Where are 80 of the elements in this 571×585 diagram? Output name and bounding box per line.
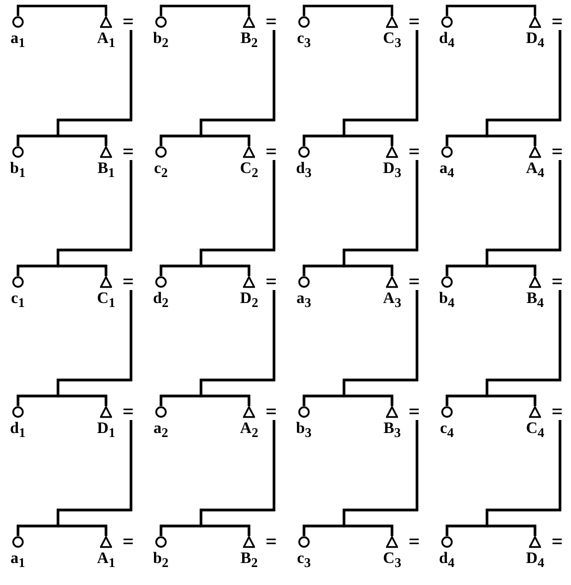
person-label: c$_{1}$ <box>11 290 25 312</box>
person-label: a$_{3}$ <box>296 290 312 312</box>
sibling-line <box>160 134 250 146</box>
person-label: C$_{4}$ <box>526 420 544 442</box>
person-label: c$_{4}$ <box>440 420 454 442</box>
person-label: b$_{2}$ <box>153 30 169 52</box>
person-label: a$_{1}$ <box>10 550 26 572</box>
person-label: B$_{3}$ <box>384 420 401 442</box>
sibling-line <box>446 524 536 536</box>
marriage-sign: = <box>266 15 277 29</box>
person-label: A$_{3}$ <box>383 290 402 312</box>
marriage-sign: = <box>122 145 134 159</box>
person-label: b$_{2}$ <box>153 550 169 572</box>
person-label: C$_{2}$ <box>240 160 258 182</box>
person-label: B$_{4}$ <box>526 290 544 312</box>
marriage-sign: = <box>266 535 277 549</box>
marriage-sign: = <box>122 405 134 419</box>
person-label: b$_{1}$ <box>10 160 26 182</box>
sibling-line <box>160 264 250 276</box>
sibling-line <box>16 134 108 146</box>
sibling-line <box>160 394 250 406</box>
sibling-line <box>160 524 250 536</box>
person-label: D$_{2}$ <box>240 290 258 312</box>
person-label: C$_{1}$ <box>97 290 116 312</box>
person-label: a$_{1}$ <box>10 30 26 52</box>
marriage-sign: = <box>552 405 563 419</box>
person-label: A$_{4}$ <box>526 160 544 182</box>
sibling-line <box>446 394 536 406</box>
marriage-sign: = <box>552 145 563 159</box>
person-label: C$_{3}$ <box>383 550 402 572</box>
person-label: a$_{4}$ <box>440 160 454 182</box>
person-label: c$_{2}$ <box>154 160 168 182</box>
person-label: c$_{3}$ <box>297 550 311 572</box>
sibling-line <box>302 134 394 146</box>
marriage-sign: = <box>408 145 420 159</box>
sibling-line <box>160 4 250 16</box>
sibling-line <box>302 394 394 406</box>
person-label: d$_{1}$ <box>10 420 26 442</box>
marriage-sign: = <box>266 275 277 289</box>
person-label: d$_{4}$ <box>439 30 455 52</box>
person-label: d$_{3}$ <box>296 160 312 182</box>
marriage-sign: = <box>122 15 134 29</box>
person-label: d$_{4}$ <box>439 550 455 572</box>
person-label: A$_{1}$ <box>97 30 116 52</box>
sibling-line <box>446 134 536 146</box>
person-label: D$_{1}$ <box>97 420 116 442</box>
sibling-line <box>446 4 536 16</box>
marriage-sign: = <box>552 275 563 289</box>
marriage-sign: = <box>408 275 420 289</box>
person-label: B$_{2}$ <box>240 30 258 52</box>
person-label: b$_{3}$ <box>296 420 312 442</box>
marriage-sign: = <box>266 405 277 419</box>
marriage-sign: = <box>552 535 563 549</box>
person-label: D$_{4}$ <box>526 30 544 52</box>
person-label: A$_{2}$ <box>240 420 258 442</box>
marriage-sign: = <box>122 535 134 549</box>
sibling-line <box>16 524 108 536</box>
sibling-line <box>16 4 108 16</box>
marriage-sign: = <box>408 405 420 419</box>
person-label: D$_{4}$ <box>526 550 544 572</box>
person-label: C$_{3}$ <box>383 30 402 52</box>
sibling-line <box>16 394 108 406</box>
person-label: D$_{3}$ <box>383 160 402 182</box>
marriage-sign: = <box>266 145 277 159</box>
person-label: B$_{2}$ <box>240 550 258 572</box>
person-label: d$_{2}$ <box>153 290 169 312</box>
sibling-line <box>446 264 536 276</box>
person-label: B$_{1}$ <box>98 160 115 182</box>
person-label: A$_{1}$ <box>97 550 116 572</box>
person-label: c$_{3}$ <box>297 30 311 52</box>
marriage-sign: = <box>408 535 420 549</box>
sibling-line <box>302 4 394 16</box>
person-label: b$_{4}$ <box>439 290 455 312</box>
sibling-line <box>302 524 394 536</box>
marriage-sign: = <box>552 15 563 29</box>
marriage-sign: = <box>408 15 420 29</box>
marriage-sign: = <box>122 275 134 289</box>
sibling-line <box>16 264 108 276</box>
person-label: a$_{2}$ <box>154 420 168 442</box>
sibling-line <box>302 264 394 276</box>
